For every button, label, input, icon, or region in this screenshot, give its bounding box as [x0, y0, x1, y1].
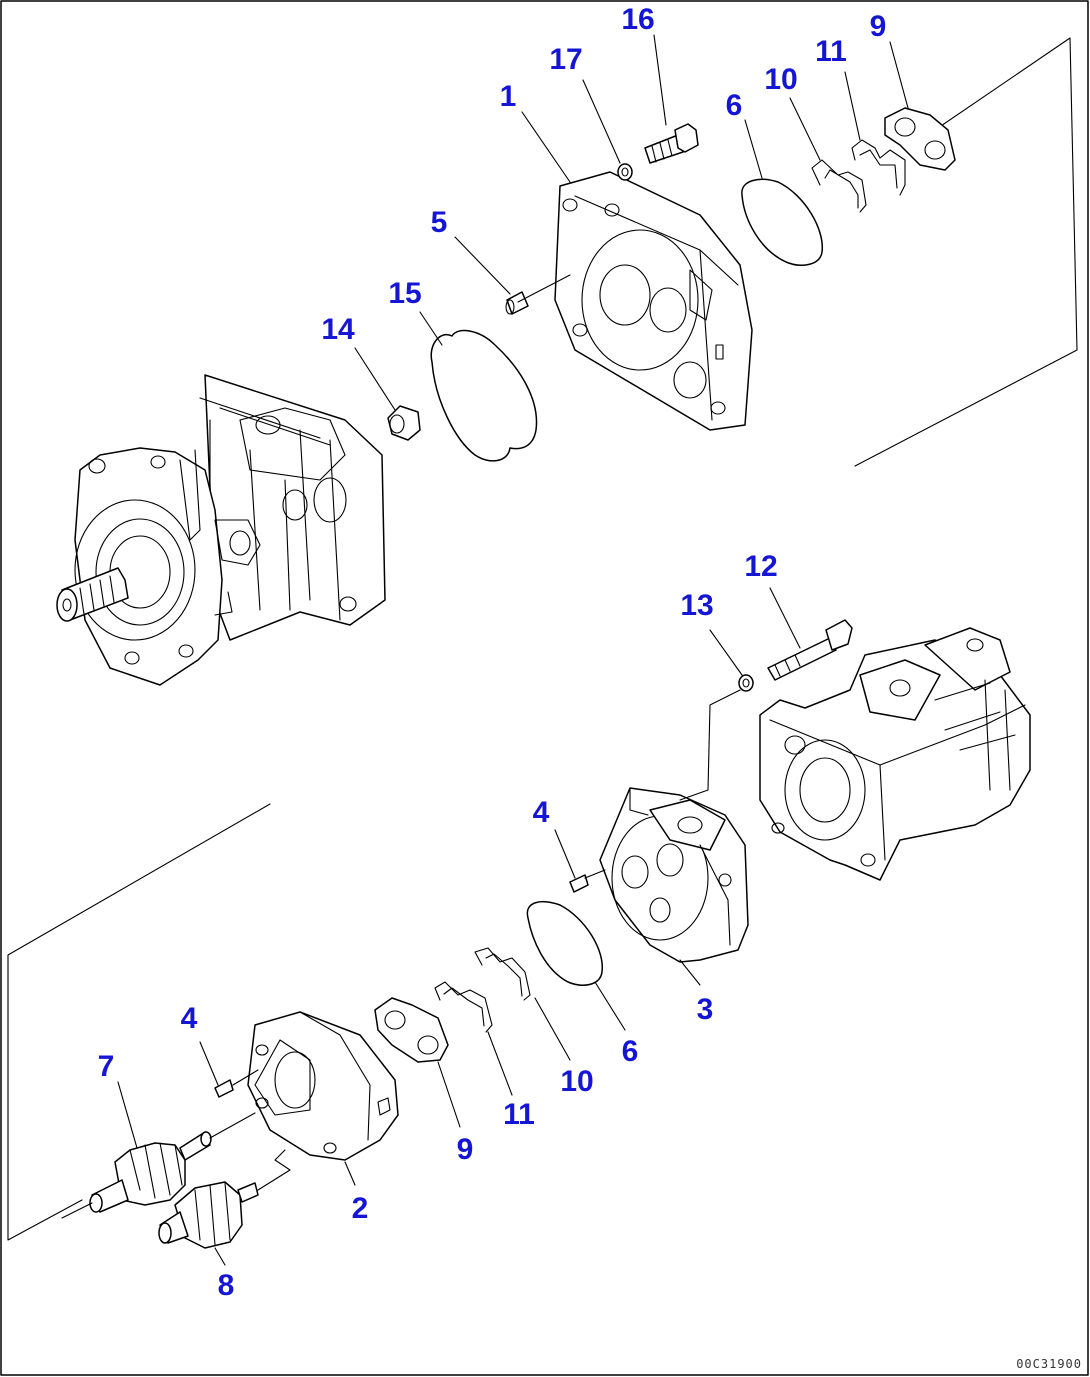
callout-8: 8 — [218, 1269, 235, 1302]
part-4-pin-lower — [214, 1079, 234, 1098]
part-6-o-ring-lower — [526, 901, 603, 986]
part-15-gasket — [430, 329, 538, 462]
pump-assembly-left — [56, 374, 386, 686]
callout-10-lower: 10 — [560, 1065, 593, 1098]
leader-lines — [117, 34, 909, 1266]
part-14-collar — [387, 405, 421, 441]
part-10-seal-lower — [474, 947, 531, 1001]
part-3-body — [599, 787, 749, 963]
callout-6-lower: 6 — [622, 1035, 639, 1068]
callout-5: 5 — [431, 206, 448, 239]
callout-15: 15 — [388, 277, 421, 310]
callout-13: 13 — [680, 589, 713, 622]
part-12-long-bolt — [767, 619, 853, 681]
callout-12: 12 — [744, 550, 777, 583]
part-8-driven-gear — [158, 1181, 259, 1249]
lower-phantom-box — [7, 803, 271, 1241]
callout-4-lower: 4 — [181, 1002, 198, 1035]
callout-7: 7 — [98, 1050, 115, 1083]
callout-labels: 16 17 1 9 11 10 6 5 15 14 12 13 4 3 6 10… — [98, 3, 887, 1302]
callout-10-upper: 10 — [764, 63, 797, 96]
callout-16: 16 — [621, 3, 654, 36]
callout-14: 14 — [321, 313, 355, 346]
part-10-seal-upper — [811, 159, 867, 213]
callout-11-upper: 11 — [815, 35, 847, 68]
part-11-backup-ring-upper — [851, 139, 906, 196]
part-6-o-ring-upper — [741, 178, 823, 266]
callout-11-lower: 11 — [503, 1098, 535, 1131]
callout-4-upper: 4 — [533, 796, 550, 829]
assembly-lines — [61, 274, 741, 1219]
callout-9-lower: 9 — [457, 1133, 474, 1166]
callout-2: 2 — [352, 1192, 369, 1225]
part-7-drive-gear — [89, 1131, 212, 1213]
callout-1: 1 — [500, 80, 517, 113]
part-9-plate-upper — [884, 107, 956, 171]
drawing-code: 00C31900 — [1016, 1357, 1082, 1371]
part-17-washer — [617, 163, 633, 181]
callout-9-upper: 9 — [870, 10, 887, 43]
callout-6-upper: 6 — [726, 89, 743, 122]
callout-3: 3 — [697, 993, 714, 1026]
upper-phantom-box — [854, 37, 1078, 467]
pump-assembly-right — [759, 627, 1031, 881]
part-16-bolt — [644, 123, 699, 164]
part-11-backup-ring-lower — [434, 981, 493, 1033]
part-1-cover — [554, 171, 753, 431]
part-5-pin — [505, 291, 529, 315]
part-2-gear-case — [247, 1011, 399, 1161]
part-13-washer — [738, 674, 754, 692]
callout-17: 17 — [549, 43, 582, 76]
part-9-plate-lower — [374, 997, 449, 1063]
part-4-pin-upper — [569, 874, 589, 893]
